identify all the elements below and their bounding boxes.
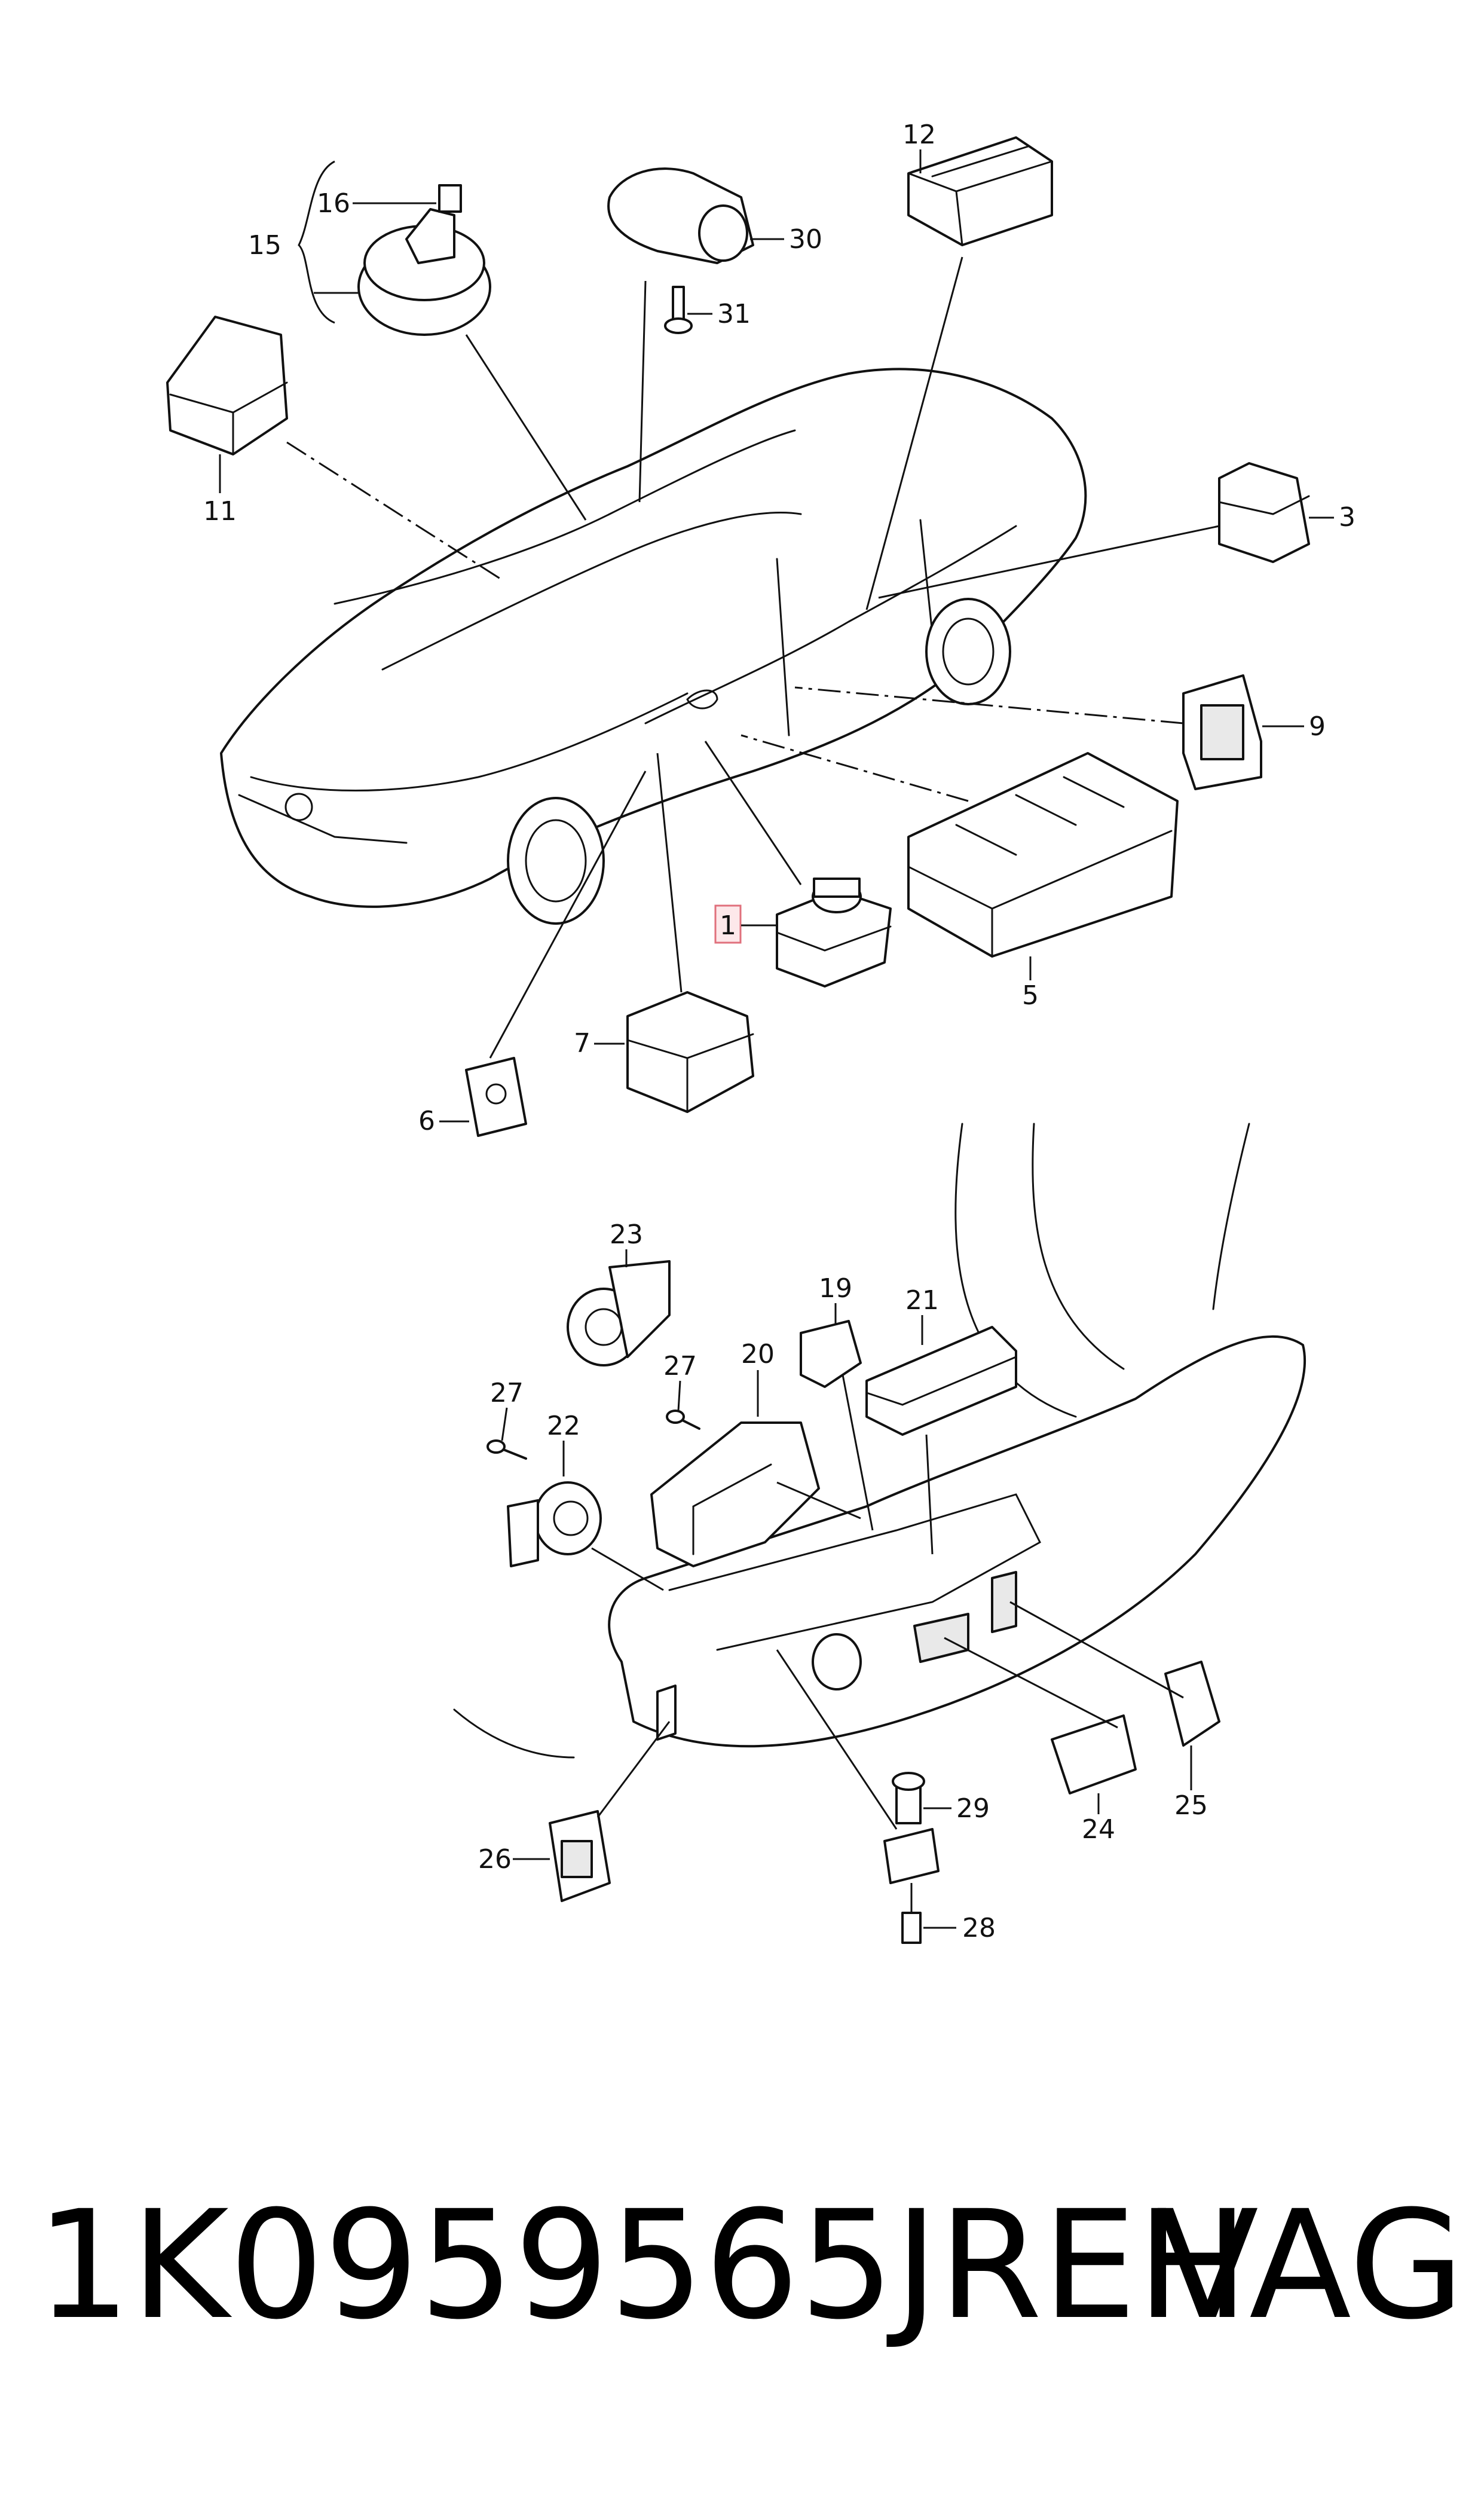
callout-27-left: 27 bbox=[490, 1378, 524, 1408]
part-26-switch bbox=[549, 1810, 611, 1902]
callout-20: 20 bbox=[741, 1339, 775, 1369]
callout-25: 25 bbox=[1174, 1790, 1208, 1821]
callout-22: 22 bbox=[547, 1411, 580, 1441]
callout-26: 26 bbox=[478, 1844, 512, 1875]
part-30-motor bbox=[607, 167, 754, 264]
part-number-footer: 1K0959565JREH VAG bbox=[0, 2176, 1484, 2355]
part-27-screw-right bbox=[666, 1410, 700, 1430]
part-9-switch bbox=[1182, 674, 1262, 790]
part-19-switch bbox=[800, 1320, 862, 1388]
part-27-screw-left bbox=[486, 1439, 527, 1460]
car-outline bbox=[220, 368, 1087, 925]
part-12-switch bbox=[907, 136, 1053, 246]
callout-19: 19 bbox=[819, 1273, 852, 1304]
part-23-motor bbox=[567, 1260, 671, 1366]
callout-28: 28 bbox=[962, 1913, 996, 1943]
bracket-15 bbox=[298, 160, 335, 324]
callout-labels: 1 3 5 6 7 9 11 12 15 16 19 20 21 22 23 2… bbox=[203, 120, 1356, 1943]
callout-15: 15 bbox=[248, 230, 281, 261]
callout-27-right: 27 bbox=[663, 1351, 697, 1381]
part-21-switch bbox=[865, 1326, 1017, 1436]
part-3-switch bbox=[1218, 462, 1310, 563]
part-5-window-switch bbox=[907, 752, 1179, 958]
callout-3: 3 bbox=[1339, 502, 1356, 533]
callout-7: 7 bbox=[574, 1028, 590, 1059]
lower-leader-lines bbox=[591, 1374, 1184, 1913]
callout-29: 29 bbox=[956, 1793, 990, 1824]
part-11-switch bbox=[166, 316, 288, 455]
part-31-screw bbox=[664, 286, 693, 334]
part-22-motor bbox=[507, 1481, 602, 1567]
part-20-control-unit bbox=[650, 1421, 820, 1567]
callout-21: 21 bbox=[905, 1285, 939, 1316]
callout-1: 1 bbox=[720, 910, 736, 941]
callout-16: 16 bbox=[317, 188, 350, 219]
seat-outline bbox=[453, 1123, 1306, 1759]
part-25-knob bbox=[1164, 1661, 1220, 1747]
part-6-button bbox=[465, 1057, 527, 1137]
part-7-switch bbox=[626, 991, 754, 1113]
upper-leader-lines bbox=[286, 256, 1220, 1059]
callout-24: 24 bbox=[1082, 1814, 1115, 1845]
callout-30: 30 bbox=[789, 224, 822, 255]
callout-1-highlight-box bbox=[714, 904, 742, 944]
part-29-clip bbox=[892, 1772, 925, 1824]
callout-31: 31 bbox=[717, 299, 751, 329]
diagram-canvas: 1 3 5 6 7 9 11 12 15 16 19 20 21 22 23 2… bbox=[166, 120, 1356, 1944]
part-28-fastener bbox=[883, 1828, 940, 1944]
callout-6: 6 bbox=[418, 1106, 435, 1136]
callout-11: 11 bbox=[203, 496, 237, 527]
callout-23: 23 bbox=[610, 1219, 643, 1250]
callout-5: 5 bbox=[1022, 980, 1039, 1011]
part-1-mirror-switch bbox=[776, 878, 892, 988]
callout-12: 12 bbox=[902, 120, 936, 150]
part-number-text: 1K0959565JREH bbox=[36, 2178, 1249, 2352]
callout-9: 9 bbox=[1309, 711, 1326, 742]
part-15-rotary-switch bbox=[357, 184, 491, 336]
part-24-knob bbox=[1051, 1714, 1137, 1794]
brand-text: VAG bbox=[1156, 2178, 1465, 2352]
